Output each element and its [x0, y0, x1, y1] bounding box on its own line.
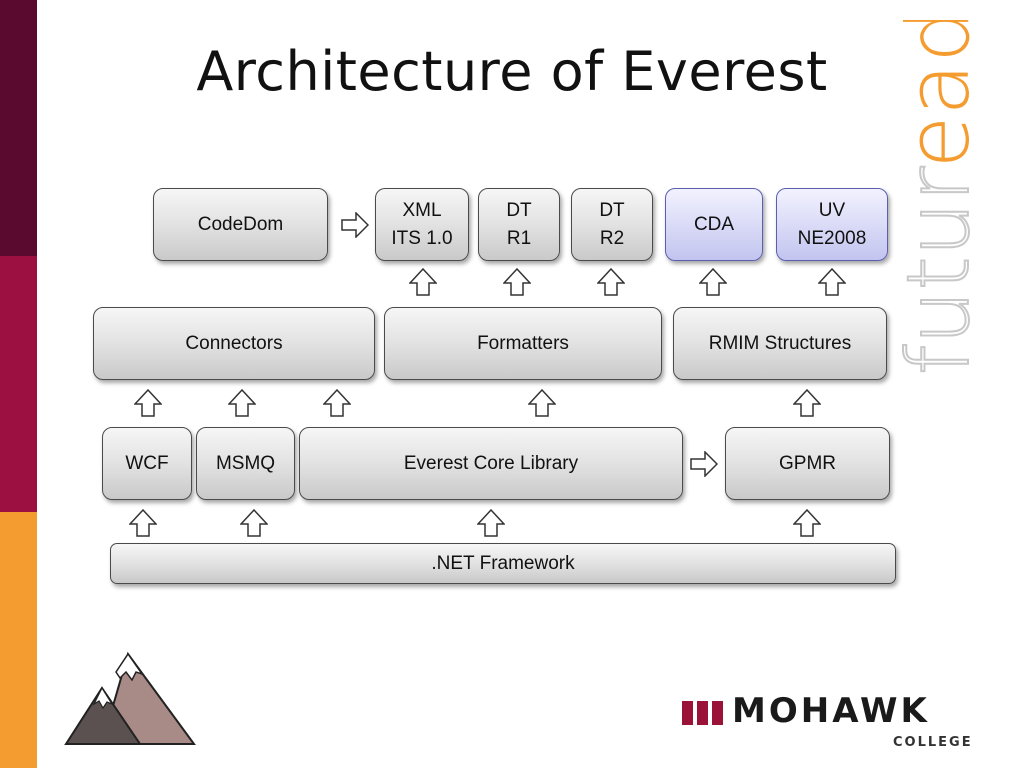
arrow-up-icon	[240, 509, 268, 537]
arrow-up-icon	[409, 268, 437, 296]
formatters-label: Formatters	[477, 332, 569, 354]
mountain-logo-icon	[64, 651, 196, 745]
arrow-up-icon	[528, 389, 556, 417]
dt-r1-box: DT R1	[478, 188, 560, 261]
codedom-label: CodeDom	[197, 213, 284, 235]
uv-label: UV	[818, 199, 846, 221]
xml-label: XML	[402, 199, 442, 221]
wcf-box: WCF	[102, 427, 192, 500]
futuready-prefix: futur	[889, 166, 989, 375]
dt-r2-label-1: DT	[599, 199, 625, 221]
uv-ne2008-box: UV NE2008	[776, 188, 888, 261]
dt-r1-label-1: DT	[506, 199, 532, 221]
svg-text:futuready: futuready	[889, 20, 989, 375]
slide-title: Architecture of Everest	[196, 40, 828, 103]
arrow-up-icon	[793, 389, 821, 417]
its-label: ITS 1.0	[391, 227, 453, 249]
formatters-box: Formatters	[384, 307, 662, 380]
gpmr-label: GPMR	[779, 452, 836, 474]
stripe-top	[0, 0, 37, 256]
mohawk-bars-icon	[682, 701, 723, 725]
wcf-label: WCF	[125, 452, 169, 474]
rmim-label: RMIM Structures	[708, 332, 852, 354]
gpmr-box: GPMR	[725, 427, 890, 500]
core-library-label: Everest Core Library	[403, 452, 579, 474]
college-label: COLLEGE	[893, 735, 973, 750]
xml-its-box: XML ITS 1.0	[375, 188, 469, 261]
msmq-box: MSMQ	[196, 427, 295, 500]
dt-r2-label-2: R2	[599, 227, 625, 249]
arrow-up-icon	[818, 268, 846, 296]
futuready-wordmark: futuready	[888, 20, 990, 376]
mohawk-wordmark: MOHAWK	[732, 691, 930, 731]
codedom-box: CodeDom	[153, 188, 328, 261]
dt-r2-box: DT R2	[571, 188, 653, 261]
connectors-box: Connectors	[93, 307, 375, 380]
net-framework-label: .NET Framework	[431, 552, 575, 574]
arrow-up-icon	[793, 509, 821, 537]
cda-box: CDA	[665, 188, 763, 261]
msmq-label: MSMQ	[215, 452, 276, 474]
rmim-structures-box: RMIM Structures	[673, 307, 887, 380]
arrow-up-icon	[477, 509, 505, 537]
arrow-up-icon	[134, 389, 162, 417]
arrow-up-icon	[323, 389, 351, 417]
futuready-suffix: eady	[889, 20, 989, 169]
arrow-right-icon	[341, 212, 369, 238]
arrow-up-icon	[597, 268, 625, 296]
stripe-middle	[0, 256, 37, 512]
everest-core-library-box: Everest Core Library	[299, 427, 683, 500]
arrow-up-icon	[699, 268, 727, 296]
arrow-right-icon	[690, 451, 718, 477]
arrow-up-icon	[228, 389, 256, 417]
connectors-label: Connectors	[185, 332, 283, 354]
net-framework-box: .NET Framework	[110, 543, 896, 584]
ne2008-label: NE2008	[797, 227, 867, 249]
stripe-bottom	[0, 512, 37, 768]
arrow-up-icon	[503, 268, 531, 296]
dt-r1-label-2: R1	[506, 227, 532, 249]
arrow-up-icon	[129, 509, 157, 537]
cda-label: CDA	[693, 213, 735, 235]
